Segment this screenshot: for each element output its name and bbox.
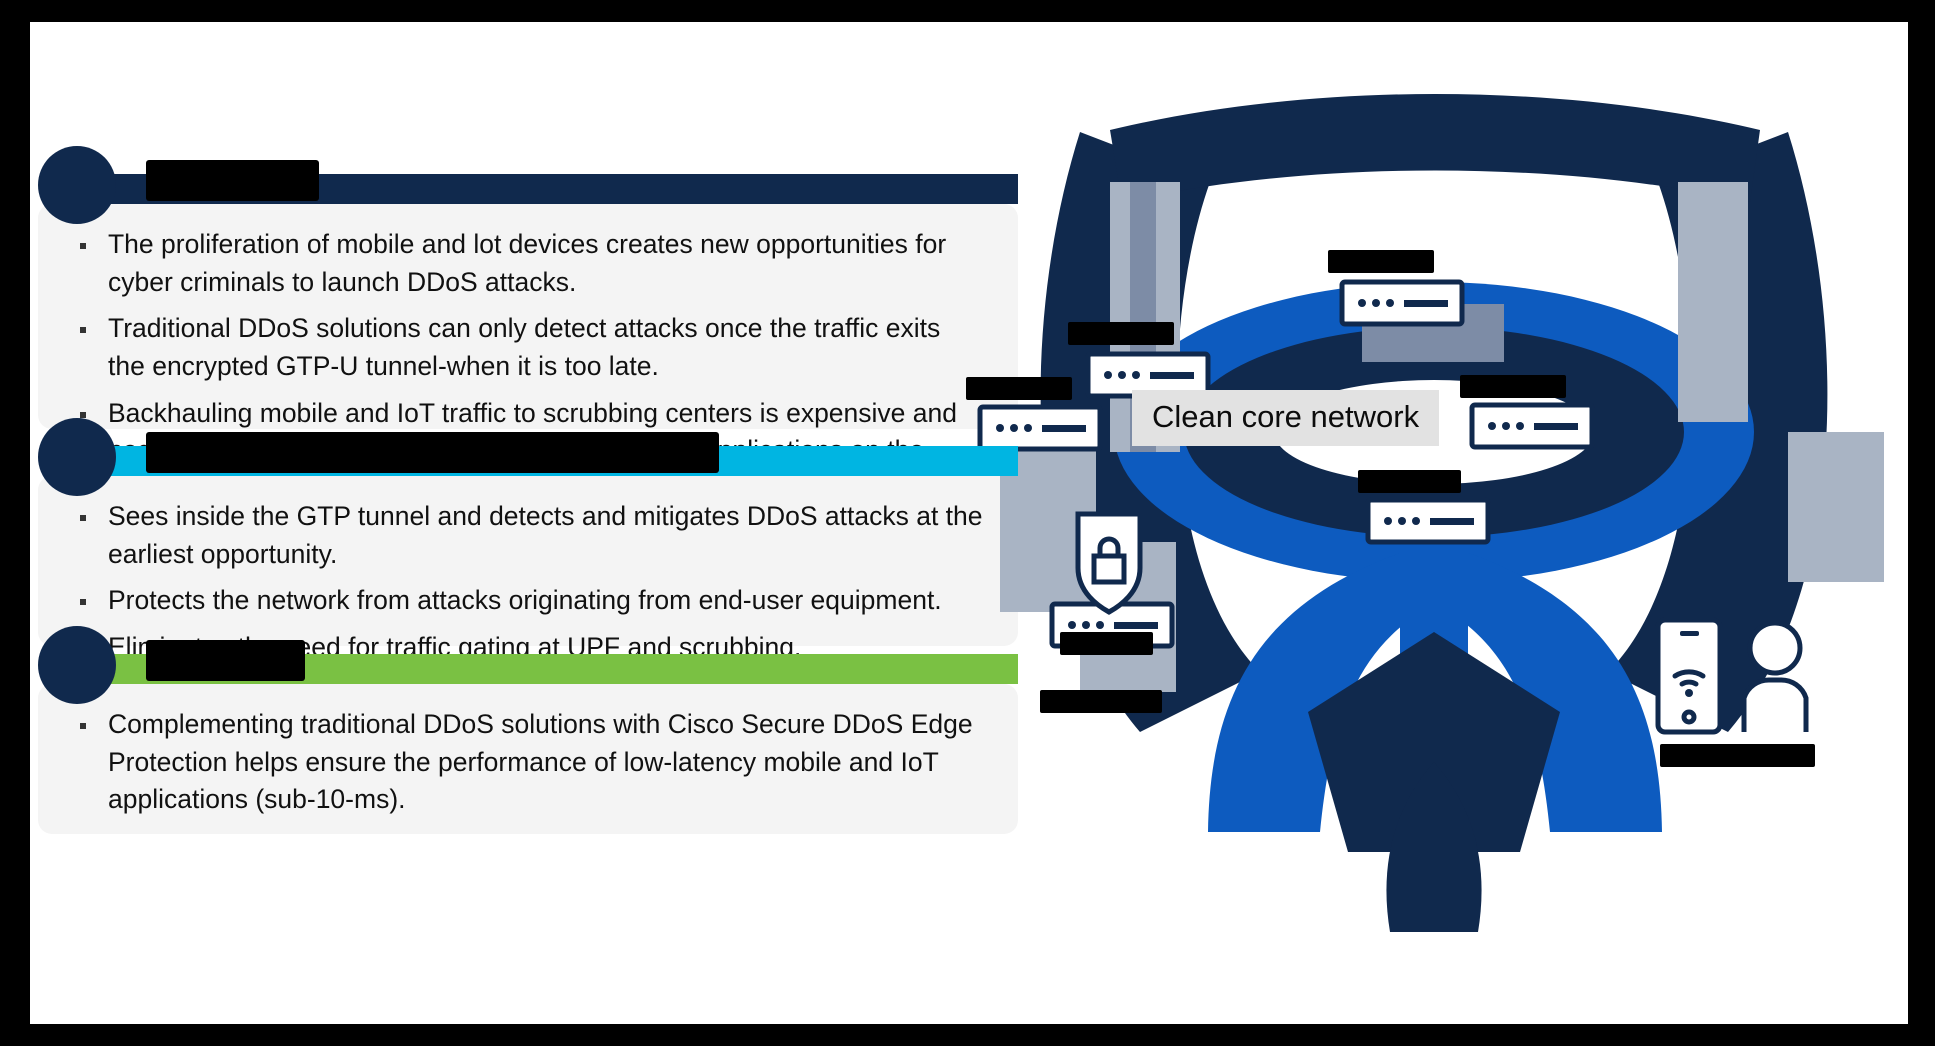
section-title-challenge: Challenge bbox=[146, 160, 319, 201]
section-badge-outcome bbox=[38, 626, 116, 704]
network-diagram: Clean core network Edge router Edge rout… bbox=[960, 72, 1908, 1002]
router-icon bbox=[1365, 497, 1491, 545]
section-badge-solution bbox=[38, 418, 116, 496]
list-item: The proliferation of mobile and lot devi… bbox=[72, 226, 984, 301]
slide-canvas: Challenge The proliferation of mobile an… bbox=[30, 22, 1908, 1024]
clean-core-network-label: Clean core network bbox=[1132, 390, 1440, 446]
router-icon bbox=[1339, 279, 1465, 327]
device-pedestals bbox=[1000, 182, 1884, 692]
list-item: Sees inside the GTP tunnel and detects a… bbox=[72, 498, 984, 573]
mobile-wifi-user-icon bbox=[1655, 617, 1723, 735]
list-item: Complementing traditional DDoS solutions… bbox=[72, 706, 984, 819]
section-header-outcome: Outcome bbox=[38, 626, 1018, 704]
list-item: Traditional DDoS solutions can only dete… bbox=[72, 310, 984, 385]
panel-outcome: Complementing traditional DDoS solutions… bbox=[38, 684, 1018, 834]
node-caption-router-top-right: Edge router bbox=[1328, 250, 1435, 273]
panel-solution: Sees inside the GTP tunnel and detects a… bbox=[38, 476, 1018, 662]
bullet-list-outcome: Complementing traditional DDoS solutions… bbox=[72, 706, 984, 819]
node-caption-shield-lock: Protection bbox=[1060, 632, 1154, 655]
list-item: Protects the network from attacks origin… bbox=[72, 582, 984, 620]
router-icon bbox=[1469, 402, 1595, 450]
user-avatar-icon bbox=[1741, 620, 1809, 732]
node-caption-router-center: Core router bbox=[1358, 470, 1462, 493]
shield-lock-icon bbox=[1075, 511, 1143, 615]
section-header-solution: Cisco Secure DDoS Edge Protection bbox=[38, 418, 1018, 496]
node-caption-router-left: Edge router bbox=[966, 377, 1073, 400]
node-caption-router-bottom-left: Access router bbox=[1040, 690, 1163, 713]
section-badge-challenge bbox=[38, 146, 116, 224]
section-header-challenge: Challenge bbox=[38, 146, 1018, 224]
panel-challenge: The proliferation of mobile and lot devi… bbox=[38, 204, 1018, 503]
section-title-outcome: Outcome bbox=[146, 640, 305, 681]
router-icon bbox=[1085, 351, 1211, 399]
router-icon bbox=[977, 404, 1103, 452]
section-title-solution: Cisco Secure DDoS Edge Protection bbox=[146, 432, 720, 473]
node-caption-router-top-left: Edge router bbox=[1068, 322, 1175, 345]
node-caption-mobile-user: Mobile / IoT users bbox=[1660, 744, 1815, 767]
node-caption-router-right: Edge router bbox=[1460, 375, 1567, 398]
